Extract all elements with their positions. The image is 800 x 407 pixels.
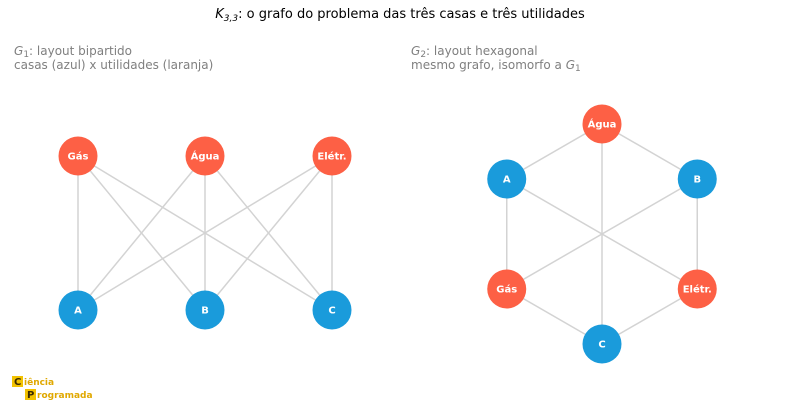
- g2-node-label: Água: [588, 118, 617, 131]
- g1-node-label: A: [74, 306, 82, 317]
- g2-node-circle: [582, 324, 622, 364]
- g2-node-B: B: [677, 159, 717, 199]
- g1-node-eletr: Elétr.: [312, 136, 352, 176]
- g1-node-B: B: [185, 290, 225, 330]
- g1-node-gas: Gás: [58, 136, 98, 176]
- g2-node-label: B: [693, 175, 701, 186]
- g1-caption-line2: casas (azul) x utilidades (laranja): [14, 58, 213, 72]
- title-text: : o grafo do problema das três casas e t…: [238, 7, 585, 22]
- g2-node-circle: [582, 104, 622, 144]
- g2-node-label: A: [503, 175, 511, 186]
- g2-node-agua: Água: [582, 104, 622, 144]
- g2-node-eletr: Elétr.: [677, 269, 717, 309]
- g2-node-circle: [487, 159, 527, 199]
- g2-node-gas: Gás: [487, 269, 527, 309]
- g2-node-C: C: [582, 324, 622, 364]
- g1-node-label: B: [201, 306, 209, 317]
- g2-node-A: A: [487, 159, 527, 199]
- g1-node-label: Elétr.: [317, 151, 346, 163]
- g2-node-circle: [487, 269, 527, 309]
- g1-node-circle: [312, 290, 352, 330]
- g1-edge-eletr-B: [204, 155, 333, 311]
- g1-nodes: Gás Água Elétr. A B C: [58, 136, 352, 330]
- g2-caption-line1: G2: layout hexagonal: [411, 44, 538, 60]
- logo-line-1: iência: [24, 377, 54, 388]
- logo-letter-1: C: [14, 377, 21, 388]
- logo: C iência P rogramada: [12, 376, 93, 401]
- g1-edges: [77, 155, 333, 311]
- g1-caption-line1: G1: layout bipartido: [14, 44, 132, 60]
- g2-edges: [505, 123, 699, 345]
- title-symbol: K: [215, 7, 225, 22]
- g1-node-A: A: [58, 290, 98, 330]
- g2-node-label: C: [598, 340, 605, 351]
- g1-node-circle: [185, 136, 225, 176]
- figure-title: K3,3: o grafo do problema das três casas…: [215, 7, 585, 24]
- g2-node-circle: [677, 269, 717, 309]
- g1-node-circle: [185, 290, 225, 330]
- g2-caption-line2: mesmo grafo, isomorfo a G1: [411, 58, 581, 74]
- g1-node-C: C: [312, 290, 352, 330]
- logo-letter-2: P: [27, 390, 34, 401]
- g1-node-agua: Água: [185, 136, 225, 176]
- g1-node-label: Água: [191, 150, 220, 163]
- title-subscript: 3,3: [224, 14, 239, 24]
- logo-box-2: [25, 389, 36, 400]
- g2-node-label: Elétr.: [683, 284, 712, 296]
- g1-node-circle: [58, 290, 98, 330]
- logo-box-1: [12, 376, 23, 387]
- g1-node-label: C: [328, 306, 335, 317]
- g1-node-label: Gás: [68, 151, 89, 163]
- g1-node-circle: [312, 136, 352, 176]
- g1-edge-eletr-A: [77, 155, 333, 311]
- g2-node-label: Gás: [496, 284, 517, 296]
- g1-node-circle: [58, 136, 98, 176]
- g1-edge-agua-A: [77, 155, 206, 311]
- logo-line-2: rogramada: [37, 391, 93, 401]
- g2-node-circle: [677, 159, 717, 199]
- g2-edge-eletr-A: [506, 178, 698, 290]
